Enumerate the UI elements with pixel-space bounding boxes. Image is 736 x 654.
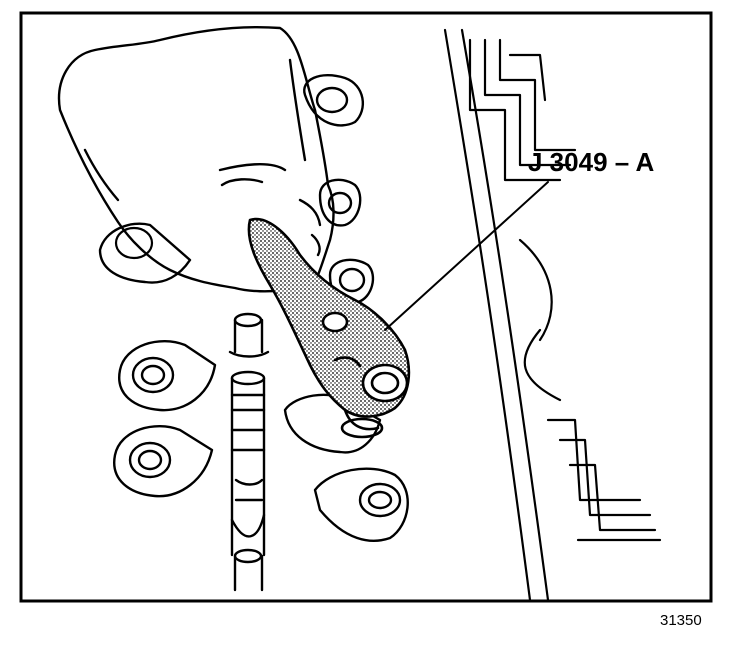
valve-bushing-upper	[118, 340, 217, 412]
valve-spool	[228, 312, 270, 592]
callout-leader	[384, 181, 549, 331]
tool-callout-label: J 3049 – A	[528, 147, 655, 177]
tool-j3049a	[247, 217, 411, 439]
center-boss	[283, 393, 382, 454]
left-boss-bore	[114, 226, 154, 260]
figure-border	[19, 11, 713, 603]
hand	[57, 25, 335, 293]
valve-body-casting	[443, 28, 662, 602]
casting-bores	[303, 73, 375, 305]
valve-bushing-right	[313, 467, 409, 542]
left-boss	[98, 222, 192, 284]
figure-number: 31350	[660, 612, 702, 629]
valve-bushing-lower	[113, 425, 214, 498]
